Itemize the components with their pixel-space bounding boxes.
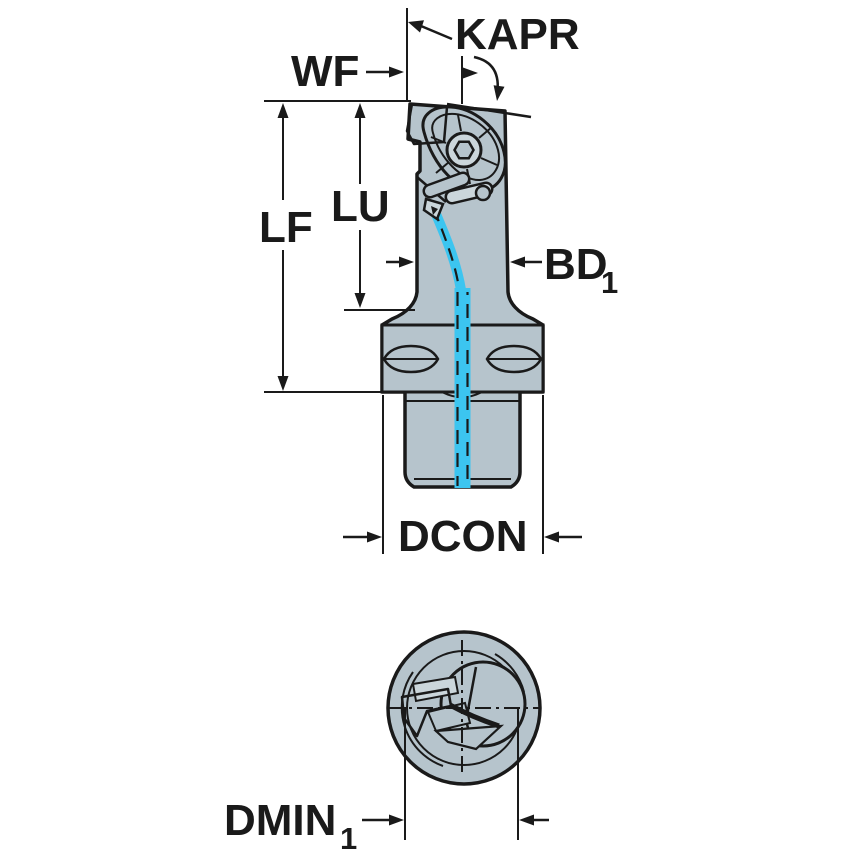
- label-dmin-sub: 1: [340, 821, 357, 854]
- dim-kapr: KAPR: [406, 8, 580, 104]
- clamp-pin: [474, 184, 492, 202]
- dim-lf: LF: [259, 103, 313, 391]
- cutting-edge-extension: [446, 102, 532, 119]
- lu-arrowhead-bottom: [354, 293, 366, 308]
- end-view: [386, 630, 542, 786]
- lf-arrowhead-top: [277, 103, 289, 118]
- lu-arrowhead-top: [354, 103, 366, 118]
- clamp-link-1: [425, 174, 468, 196]
- label-bd: BD: [544, 240, 608, 289]
- label-wf: WF: [291, 47, 359, 96]
- dcon-arrowhead-right: [544, 531, 559, 543]
- insert-clamp: [416, 105, 507, 221]
- dmin1-arrowhead-left: [389, 814, 404, 826]
- bd1-arrowhead-left: [399, 256, 414, 268]
- lf-arrowhead-bottom: [277, 376, 289, 391]
- kapr-leader-line: [420, 24, 453, 41]
- bd1-arrowhead-right: [510, 256, 525, 268]
- reference-lines: [264, 100, 415, 393]
- side-view: [380, 102, 545, 489]
- kapr-arc-arrowhead: [493, 85, 505, 101]
- coolant-nozzle-tip: [431, 206, 438, 215]
- kapr-leader-arrowhead: [408, 20, 424, 33]
- end-clamp-lower: [433, 724, 505, 751]
- dim-wf: WF: [291, 47, 404, 96]
- label-lu: LU: [331, 182, 390, 231]
- kapr-angle-arc: [473, 55, 499, 96]
- wf-arrowhead: [389, 66, 404, 78]
- dim-bd1: BD 1: [386, 240, 618, 300]
- coolant-channel: [428, 202, 471, 488]
- kapr-small-arrowhead: [463, 67, 478, 79]
- dcon-arrowhead-left: [367, 531, 382, 543]
- insert-side: [405, 102, 449, 146]
- dim-dcon: DCON: [343, 395, 582, 561]
- end-crosshair: [388, 640, 540, 777]
- dim-lu: LU: [331, 103, 390, 308]
- dim-dmin1: DMIN 1: [224, 707, 549, 854]
- label-lf: LF: [259, 203, 313, 252]
- clamp-screw-hex-socket: [453, 140, 475, 160]
- dmin1-arrowhead-right: [519, 814, 534, 826]
- label-bd-sub: 1: [601, 265, 618, 300]
- label-kapr: KAPR: [455, 10, 580, 59]
- label-dcon: DCON: [398, 512, 528, 561]
- label-dmin: DMIN: [224, 796, 336, 845]
